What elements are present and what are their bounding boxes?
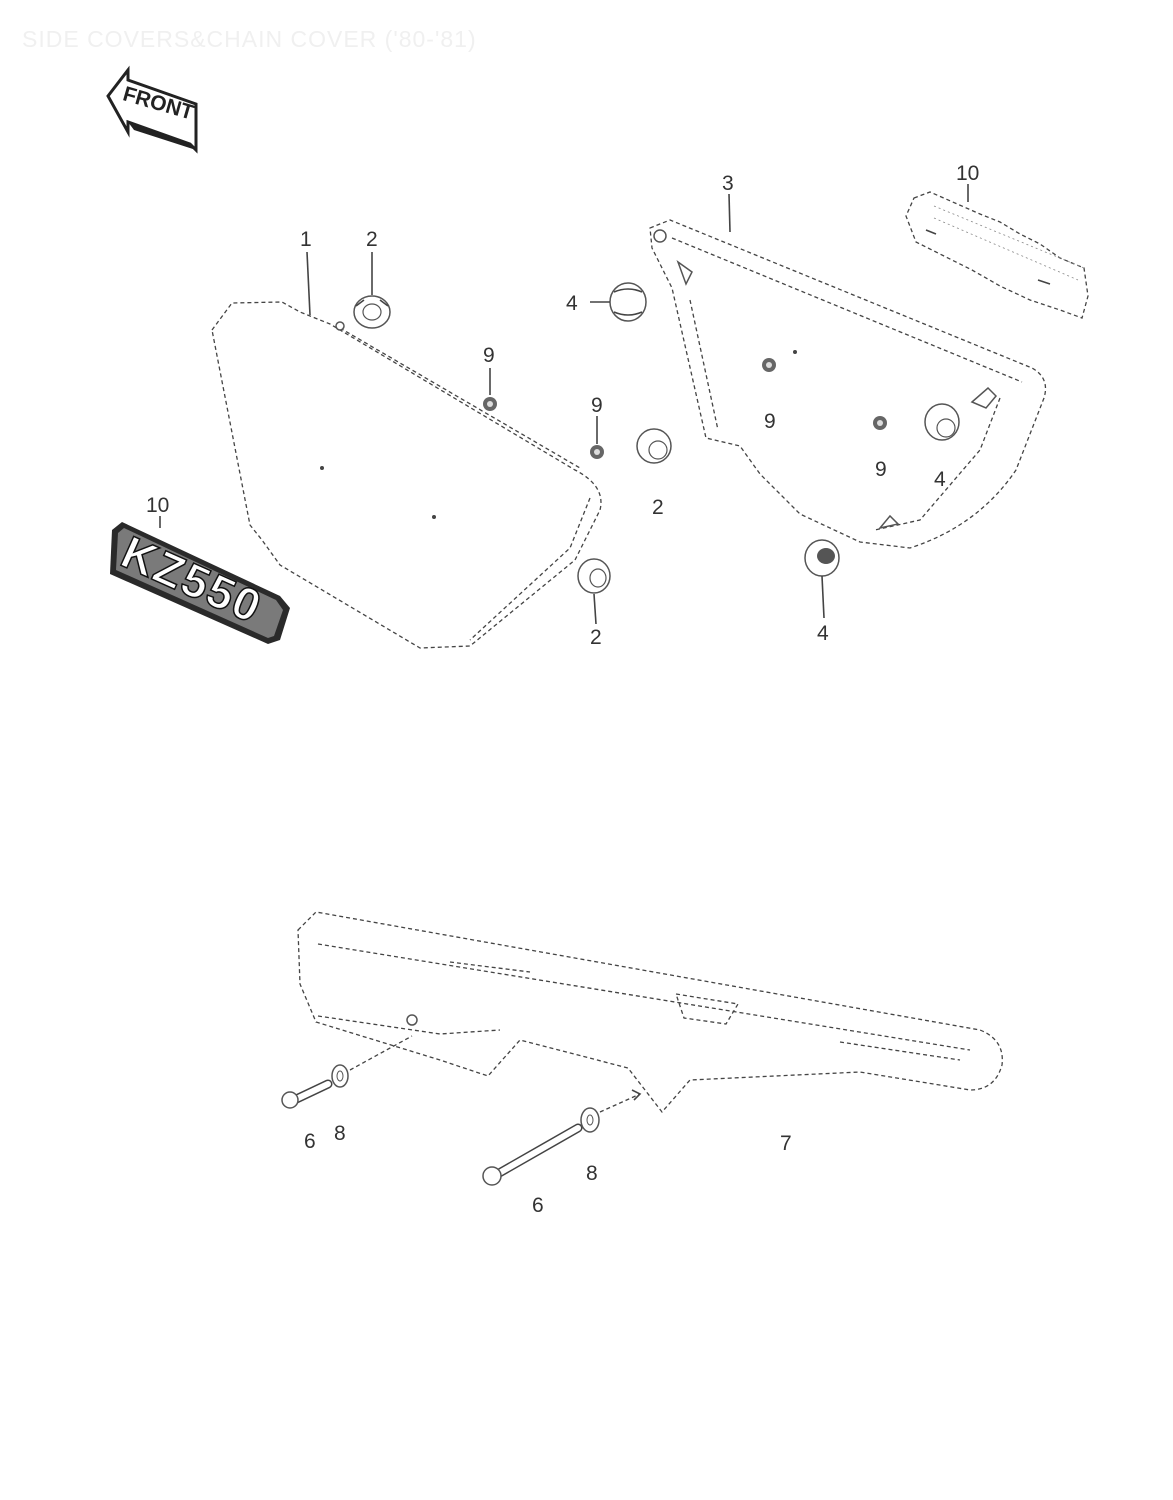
callout-6-short: 6 [304, 1130, 316, 1153]
grommet-2-mid [636, 428, 672, 464]
callout-2-top: 2 [366, 228, 378, 251]
left-side-cover [211, 301, 602, 649]
bolt-6-short [281, 1079, 333, 1109]
callout-9-d: 9 [875, 458, 887, 481]
kz550-emblem: KZ550 [110, 522, 290, 644]
leader-bolt-short [349, 1035, 413, 1071]
callout-4-bottom: 4 [817, 622, 829, 645]
callout-3: 3 [722, 172, 734, 195]
leader-lines [159, 184, 969, 625]
grommet-4-bottom [804, 539, 840, 577]
callout-8-b: 8 [586, 1162, 598, 1185]
bolt-6-long [482, 1123, 583, 1186]
emblem-text: KZ550 [114, 526, 270, 634]
callout-2-bottom: 2 [590, 626, 602, 649]
nut-9-a [483, 397, 497, 411]
chain-cover [297, 911, 1003, 1114]
washer-8-a [331, 1064, 349, 1088]
arrow-tip [631, 1089, 642, 1101]
nut-9-d [873, 416, 887, 430]
callout-4-mid: 4 [934, 468, 946, 491]
callout-7: 7 [780, 1132, 792, 1155]
leader-bolt-long [599, 1093, 641, 1113]
callout-4-top: 4 [566, 292, 578, 315]
nut-9-b [590, 445, 604, 459]
grommet-2-top [353, 295, 391, 329]
callout-2-mid: 2 [652, 496, 664, 519]
callout-8-a: 8 [334, 1122, 346, 1145]
callout-9-a: 9 [483, 344, 495, 367]
page-title: SIDE COVERS&CHAIN COVER ('80-'81) [22, 26, 477, 52]
callout-9-c: 9 [764, 410, 776, 433]
callout-9-b: 9 [591, 394, 603, 417]
callout-6-long: 6 [532, 1194, 544, 1217]
grommet-4-top [609, 282, 647, 322]
nut-9-c [762, 358, 776, 372]
washer-8-b [580, 1107, 600, 1133]
callout-10-left: 10 [146, 494, 169, 517]
callout-10-right: 10 [956, 162, 979, 185]
right-side-cover [649, 219, 1047, 549]
front-arrow-icon: FRONT [106, 65, 198, 154]
right-emblem [905, 191, 1089, 319]
grommet-4-mid [924, 403, 960, 441]
callout-1: 1 [300, 228, 312, 251]
grommet-2-bottom [577, 558, 611, 594]
